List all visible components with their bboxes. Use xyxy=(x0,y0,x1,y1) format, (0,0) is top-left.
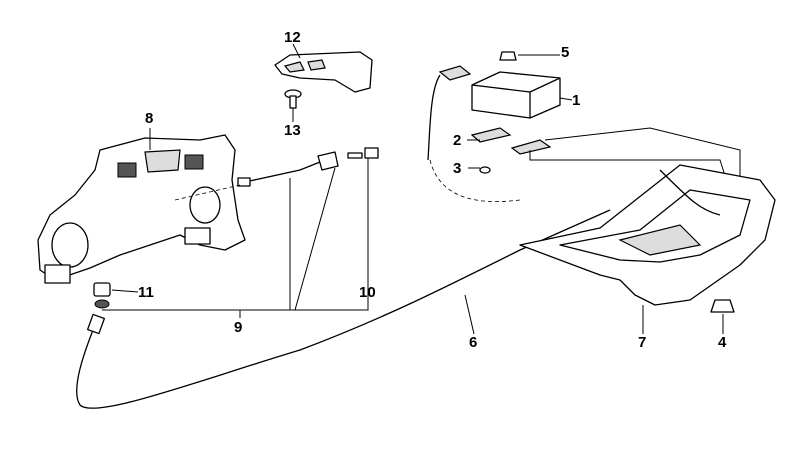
label-2: 2 xyxy=(453,132,462,149)
label-7: 7 xyxy=(638,334,647,351)
label-8: 8 xyxy=(145,110,154,127)
label-6: 6 xyxy=(469,334,478,351)
label-11: 11 xyxy=(138,284,154,301)
part-2-plates xyxy=(467,127,552,155)
part-13-screw xyxy=(284,89,302,109)
label-10: 10 xyxy=(359,284,376,301)
label-3: 3 xyxy=(453,160,462,177)
label-9: 9 xyxy=(234,319,243,336)
label-1: 1 xyxy=(572,92,581,109)
part-8-cover xyxy=(37,134,246,284)
part-3-screw xyxy=(468,166,491,174)
label-12: 12 xyxy=(284,29,301,46)
part-6-cable xyxy=(76,209,611,409)
part-4-nut xyxy=(710,299,735,334)
part-7-tray xyxy=(519,164,776,334)
part-11-grommet xyxy=(93,282,111,309)
part-9-cable xyxy=(174,147,379,201)
part-5-nut xyxy=(499,51,560,61)
label-13: 13 xyxy=(284,122,301,139)
label-4: 4 xyxy=(718,334,727,351)
part-1-control-unit xyxy=(427,65,573,161)
label-5: 5 xyxy=(561,44,570,61)
part-12-bracket xyxy=(274,51,373,93)
